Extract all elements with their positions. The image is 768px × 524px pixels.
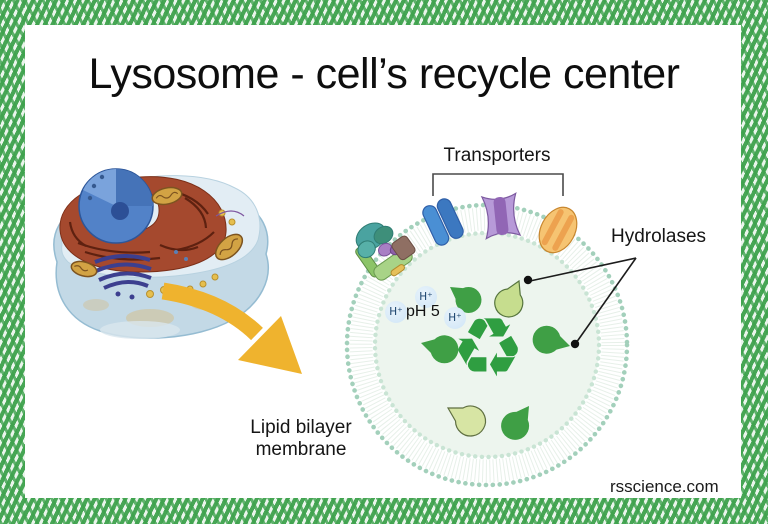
hydrolase xyxy=(421,335,459,364)
cytoplasm-patch xyxy=(83,299,109,311)
golgi-apparatus xyxy=(94,254,152,290)
transporter-orange xyxy=(538,206,578,254)
lipid-tail-texture xyxy=(349,207,625,483)
hydrolase xyxy=(450,286,482,313)
membrane-label: Lipid bilayer membrane xyxy=(201,417,401,461)
golgi-vesicle xyxy=(129,294,135,300)
transporter-blue xyxy=(422,198,464,246)
mitochondrion xyxy=(70,260,98,278)
hydrolase-enzymes xyxy=(421,279,570,440)
hydrolase-light xyxy=(494,279,524,318)
proton-pump-v-atpase xyxy=(355,222,416,281)
nucleolus xyxy=(111,202,129,220)
proton-badge: H⁺ xyxy=(415,286,437,308)
hydrolases-label: Hydrolases xyxy=(611,226,707,247)
golgi-vesicle xyxy=(115,291,121,297)
hydrolases-pointer-lines xyxy=(529,257,637,344)
pointer-dot xyxy=(570,339,580,349)
proton-badge: H⁺ xyxy=(385,301,407,323)
frame-border-left xyxy=(0,0,25,524)
zoom-arrow xyxy=(161,282,302,374)
frame-border-bottom xyxy=(0,498,768,524)
transporters-bracket xyxy=(432,173,564,196)
hydrolase-light xyxy=(446,405,487,437)
lysosome-diagram xyxy=(344,173,637,488)
proton-badge: H⁺ xyxy=(444,307,466,329)
page-title: Lysosome - cell’s recycle center xyxy=(88,50,681,98)
hydrolase xyxy=(501,406,530,440)
transporter-purple xyxy=(480,192,522,240)
mitochondrion xyxy=(214,233,244,261)
pointer-dot xyxy=(523,275,533,285)
transporters-label: Transporters xyxy=(443,145,551,166)
membrane-label-line2: membrane xyxy=(255,439,347,460)
er-cisternae-lines xyxy=(68,188,215,261)
frame-border-right xyxy=(741,0,768,524)
membrane-label-line1: Lipid bilayer xyxy=(250,417,352,438)
watermark: rsscience.com xyxy=(610,477,719,496)
ribosome xyxy=(174,250,178,254)
ribosome xyxy=(184,257,188,261)
nucleus xyxy=(78,168,154,244)
membrane-outer-leaflet-dots xyxy=(344,202,630,488)
hydrolase xyxy=(532,325,570,354)
cell-sheen xyxy=(100,321,180,339)
cytoskeleton-fiber xyxy=(215,210,245,217)
ph-label: pH 5 xyxy=(406,303,440,320)
frame-border-top xyxy=(0,0,768,25)
mitochondrion xyxy=(151,186,183,206)
